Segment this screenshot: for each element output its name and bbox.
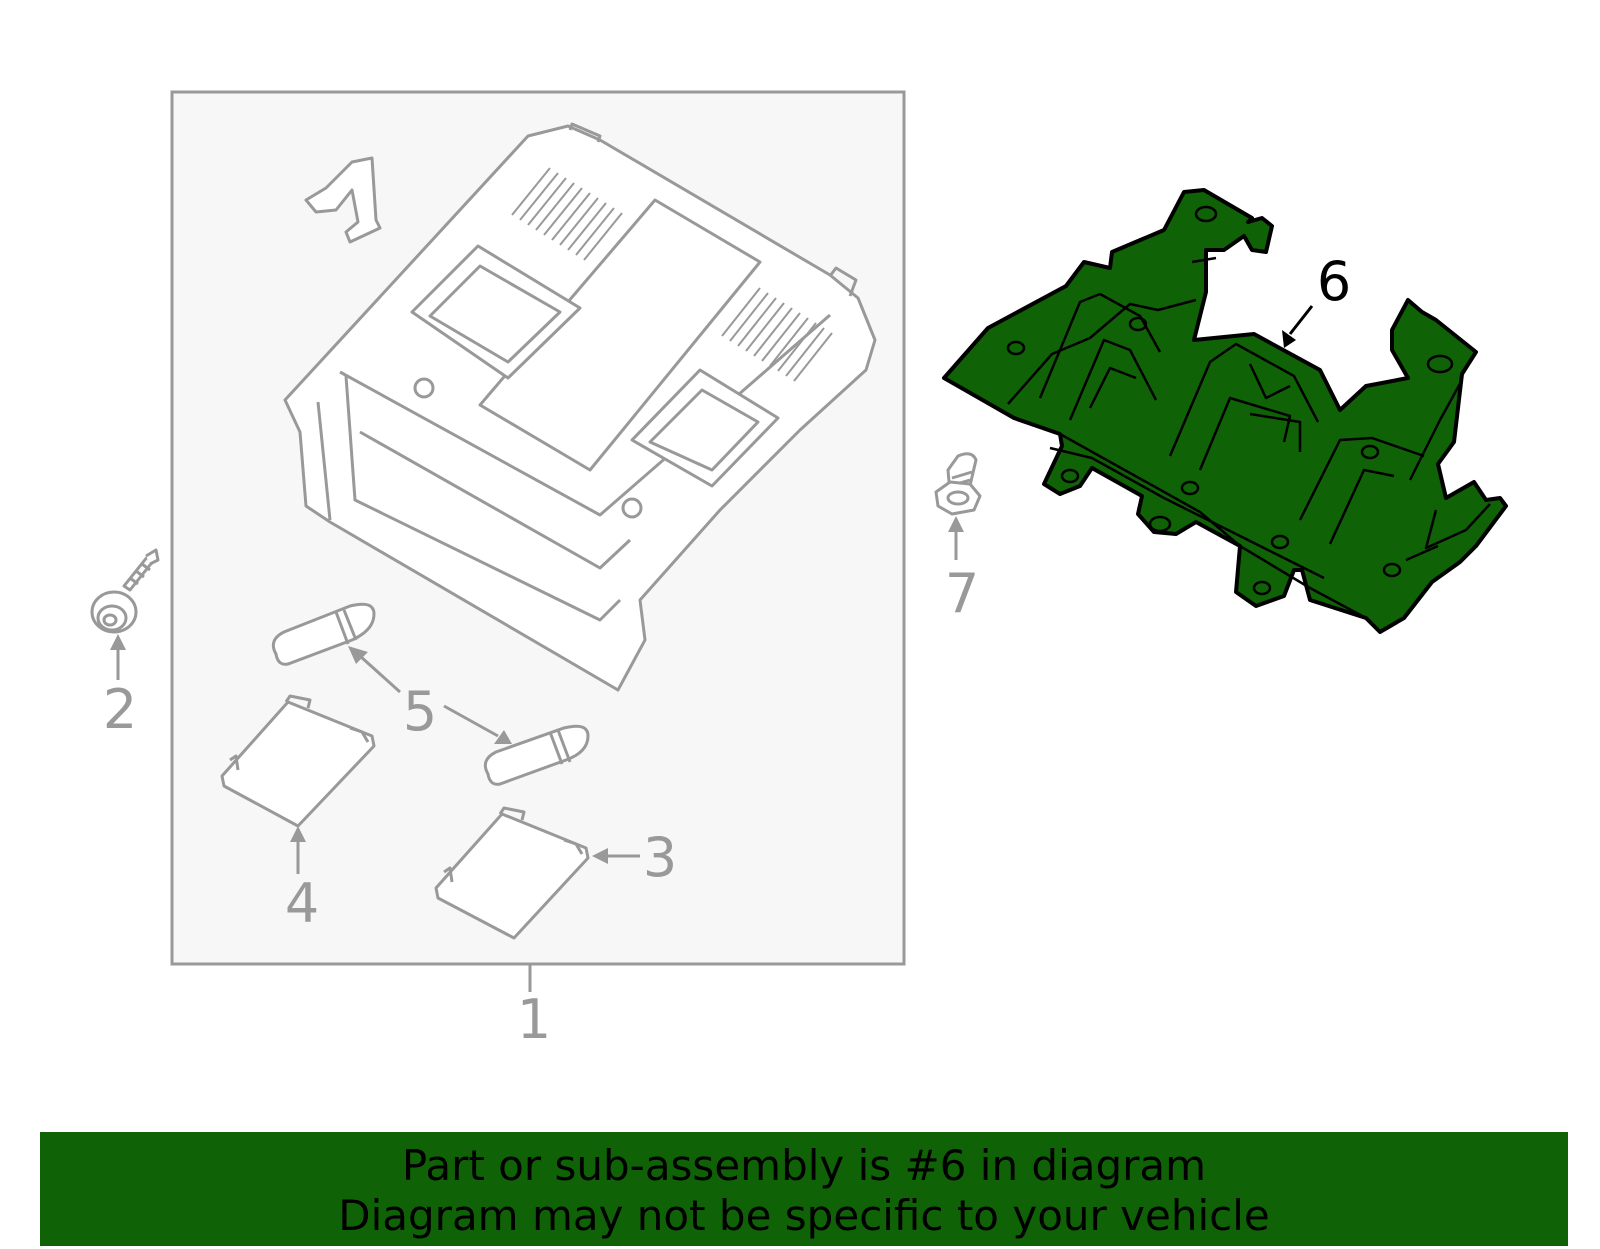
leader-lines xyxy=(110,516,964,992)
footer-line-2: Diagram may not be specific to your vehi… xyxy=(338,1191,1270,1240)
arrowhead-part-7 xyxy=(948,516,964,532)
clip-bracket xyxy=(304,156,382,244)
bulb-lower xyxy=(483,724,590,786)
callout-3: 3 xyxy=(643,826,677,889)
overhead-console-housing xyxy=(283,122,877,692)
console-vent-grille-left xyxy=(511,167,623,261)
arrowhead-part-4 xyxy=(290,826,306,842)
footer-banner-bg xyxy=(40,1132,1568,1246)
callout-6: 6 xyxy=(1317,250,1351,313)
callout-7: 7 xyxy=(945,562,979,625)
arrowhead-part-2 xyxy=(110,634,126,650)
footer-line-1: Part or sub-assembly is #6 in diagram xyxy=(401,1141,1207,1190)
arrowhead-part-6 xyxy=(1282,330,1296,348)
screw-part-2 xyxy=(90,548,160,634)
footer-banner: Part or sub-assembly is #6 in diagram Di… xyxy=(40,1132,1568,1246)
arrowhead-part-3 xyxy=(592,848,608,864)
console-vent-grille-right xyxy=(721,287,833,382)
arrowhead-part-5-upper xyxy=(348,646,368,664)
callout-5: 5 xyxy=(403,680,437,743)
arrowhead-part-5-lower xyxy=(494,730,512,744)
leader-part-6-group xyxy=(1282,305,1314,348)
bulb-upper xyxy=(271,602,376,666)
leader-part-5-upper xyxy=(358,654,402,694)
bolt-part-7 xyxy=(934,452,982,516)
highlighted-bracket-part-6 xyxy=(942,188,1508,634)
lens-part-4 xyxy=(220,694,376,828)
callout-4: 4 xyxy=(285,872,319,935)
leader-part-5-lower xyxy=(443,704,499,738)
callout-1: 1 xyxy=(517,988,551,1051)
lens-part-3 xyxy=(434,806,590,940)
leader-part-6 xyxy=(1288,305,1314,335)
callout-2: 2 xyxy=(103,678,137,741)
